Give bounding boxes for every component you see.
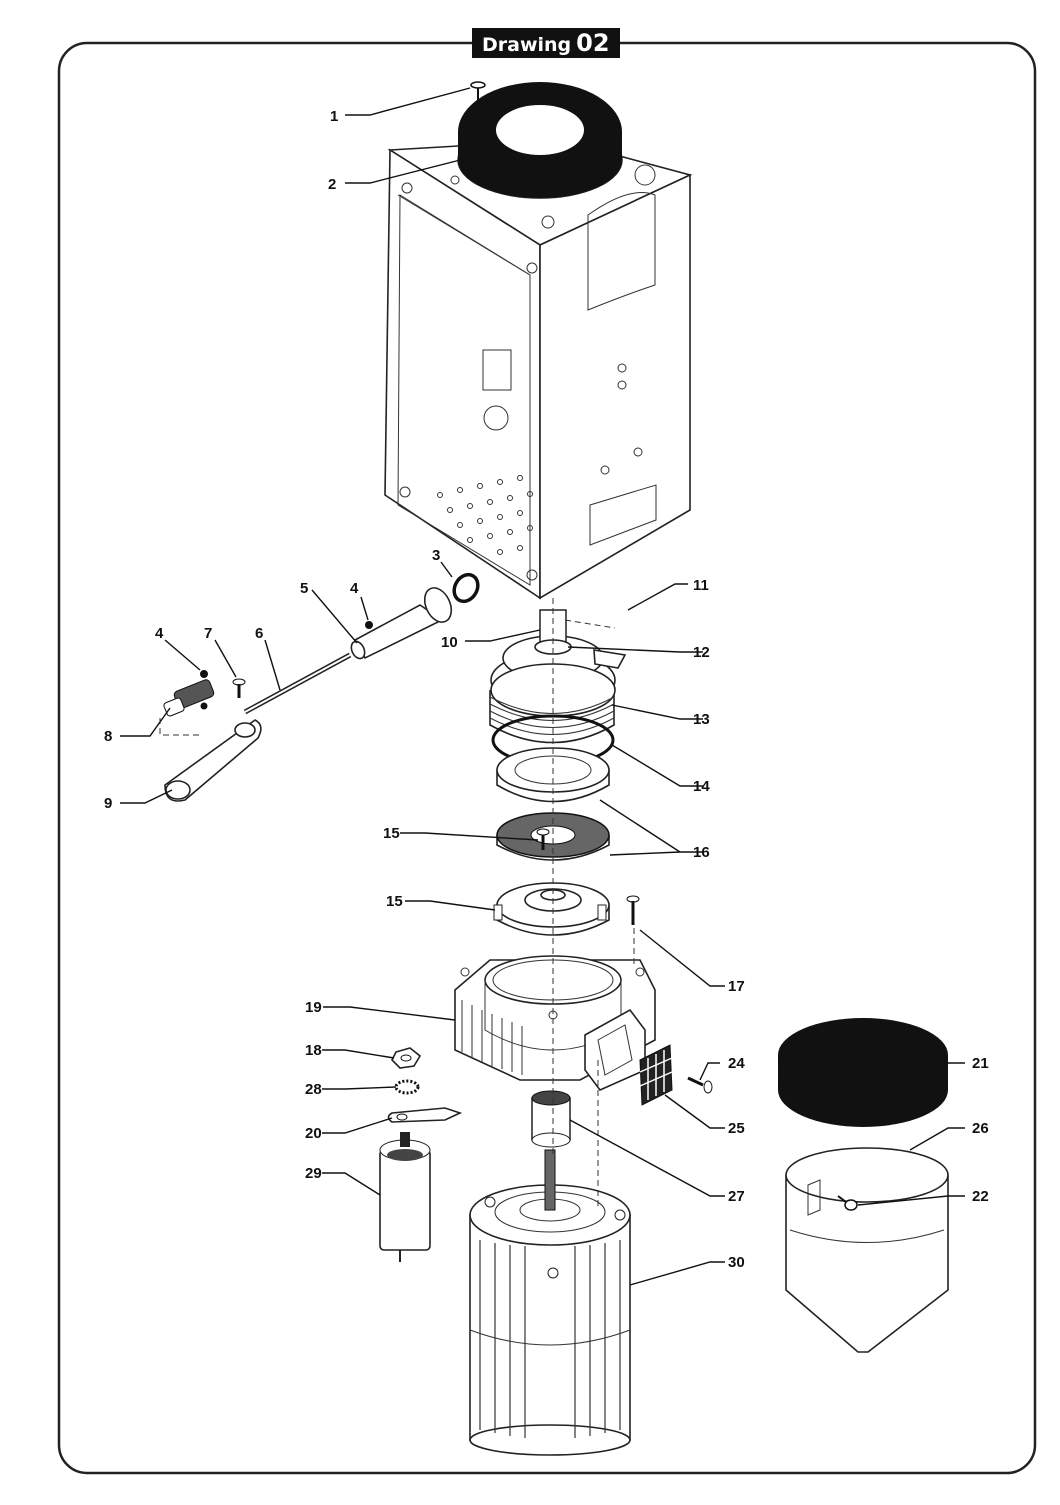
callout-label: 4 xyxy=(350,580,359,597)
callout-label: 17 xyxy=(728,978,745,995)
callout-label: 1 xyxy=(330,108,338,125)
callout-label: 15 xyxy=(386,893,403,910)
callout-label: 30 xyxy=(728,1254,745,1271)
lock-washer xyxy=(394,1079,420,1095)
callout-label: 19 xyxy=(305,999,322,1016)
callout-label: 6 xyxy=(255,625,263,642)
callout-label: 20 xyxy=(305,1125,322,1142)
capacitor-bracket xyxy=(387,1107,463,1123)
leader-lines xyxy=(120,87,965,1286)
callout-label: 27 xyxy=(728,1188,745,1205)
callout-label: 4 xyxy=(155,625,164,642)
callout-label: 28 xyxy=(305,1081,322,1098)
callout-label: 3 xyxy=(432,547,440,564)
capacitor xyxy=(379,1132,431,1262)
callout-labels: 1 2 3 4 5 4 7 6 8 9 10 11 12 13 14 15 16… xyxy=(104,108,989,1271)
callout-label: 9 xyxy=(104,795,112,812)
hopper xyxy=(785,1147,949,1353)
drawing-title-number: 02 xyxy=(576,29,610,57)
hopper-lid xyxy=(778,1018,948,1127)
adjustment-knob xyxy=(350,587,453,660)
adjustment-shaft xyxy=(243,652,352,715)
nut xyxy=(391,1047,422,1069)
burr-set xyxy=(496,812,610,861)
adjustment-dial xyxy=(457,82,623,199)
callout-label: 2 xyxy=(328,176,336,193)
lever-screw xyxy=(232,678,246,698)
spring-assembly xyxy=(163,670,215,717)
callout-label: 14 xyxy=(693,778,710,795)
lower-burr-carrier xyxy=(493,882,610,936)
callout-label: 12 xyxy=(693,644,710,661)
callout-label: 22 xyxy=(972,1188,989,1205)
callout-label: 18 xyxy=(305,1042,322,1059)
shaft-bushing xyxy=(531,1090,571,1148)
callout-label: 11 xyxy=(693,577,709,594)
motor-flange xyxy=(454,955,656,1091)
callout-label: 7 xyxy=(204,625,212,642)
drawing-title-badge: Drawing 02 xyxy=(472,28,620,58)
terminal-plate xyxy=(639,1044,673,1106)
callout-label: 10 xyxy=(441,634,458,651)
motor xyxy=(469,1149,631,1456)
callout-label: 24 xyxy=(728,1055,745,1072)
callout-label: 13 xyxy=(693,711,710,728)
callout-label: 25 xyxy=(728,1120,745,1137)
callout-label: 21 xyxy=(972,1055,989,1072)
callout-label: 16 xyxy=(693,844,710,861)
grinder-housing xyxy=(384,139,693,600)
callout-label: 26 xyxy=(972,1120,989,1137)
drawing-title-word: Drawing xyxy=(482,34,572,56)
lever-bracket xyxy=(159,718,262,802)
dial-screw xyxy=(470,81,486,110)
hopper-screw xyxy=(837,1195,858,1211)
o-ring xyxy=(452,572,480,604)
callout-label: 29 xyxy=(305,1165,322,1182)
callout-label: 15 xyxy=(383,825,400,842)
callout-label: 5 xyxy=(300,580,308,597)
terminal-screw xyxy=(687,1076,713,1094)
callout-label: 8 xyxy=(104,728,112,745)
carrier-screw xyxy=(626,895,640,925)
